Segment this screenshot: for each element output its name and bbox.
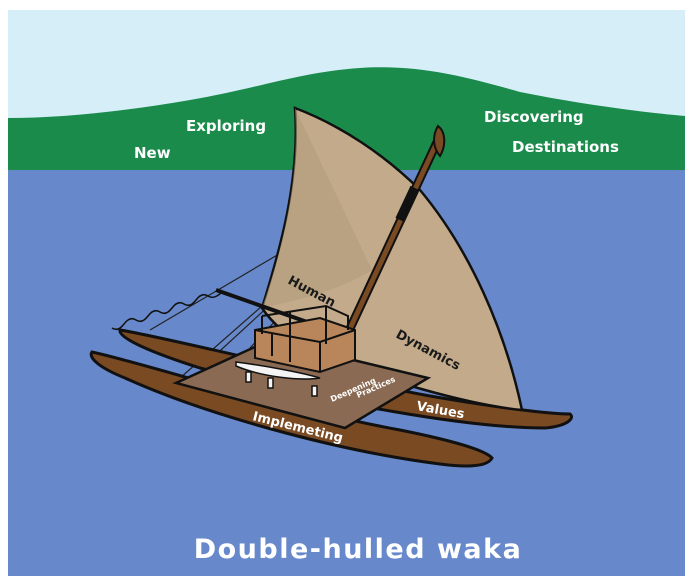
label-destinations: Destinations xyxy=(512,138,619,156)
label-exploring: Exploring xyxy=(186,117,266,135)
diagram-title: Double-hulled waka xyxy=(194,534,523,565)
label-new: New xyxy=(134,144,171,162)
label-discovering: Discovering xyxy=(484,108,584,126)
